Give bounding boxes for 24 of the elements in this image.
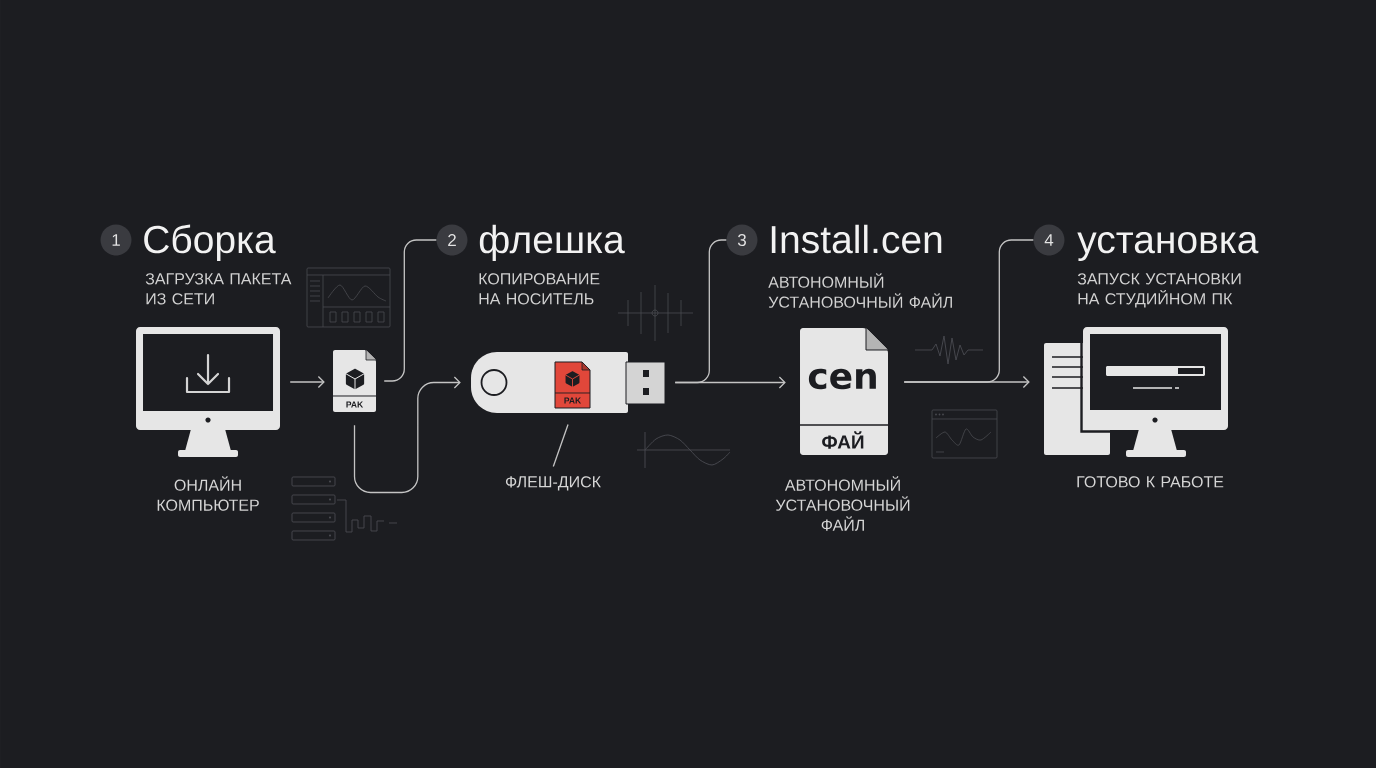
workstation-picture xyxy=(1044,327,1228,457)
device-caption: ГОТОВО К РАБОТЕ xyxy=(1077,476,1224,488)
step-subtitle: АВТОНОМНЫЙ УСТАНОВОЧНЫЙ ФАЙЛ xyxy=(768,273,952,308)
arrow xyxy=(674,376,786,389)
computer-picture xyxy=(136,327,280,457)
step-subtitle: КОПИРОВАНИЕ НА НОСИТЕЛЬ xyxy=(479,273,600,305)
arrow xyxy=(903,375,1030,389)
step-subtitle: ЗАГРУЗКА ПАКЕТА ИЗ СЕТИ xyxy=(145,273,292,305)
step-title: флешка xyxy=(479,224,625,262)
arrow xyxy=(289,375,325,389)
step-number-badge: 1 xyxy=(100,224,132,256)
step-title: Сборка xyxy=(144,224,276,262)
step-number-badge: 3 xyxy=(726,224,758,256)
step-subtitle: ЗАПУСК УСТАНОВКИ НА СТУДИЙНОМ ПК xyxy=(1077,273,1241,308)
connector-line xyxy=(383,239,437,382)
device-caption: ФЛЕШ-ДИСК xyxy=(505,476,601,491)
step-number-badge: 4 xyxy=(1033,224,1065,256)
step-title: установка xyxy=(1077,232,1259,262)
device-caption: ОНЛАЙН КОМПЬЮТЕР xyxy=(157,476,259,511)
device-caption: АВТОНОМНЫЙ УСТАНОВОЧНЫЙ ФАЙЛ xyxy=(775,476,910,531)
step-number-badge: 2 xyxy=(436,224,468,256)
arrow xyxy=(353,376,461,494)
step-title: Install.cen xyxy=(771,224,942,254)
leader-line xyxy=(552,423,569,468)
